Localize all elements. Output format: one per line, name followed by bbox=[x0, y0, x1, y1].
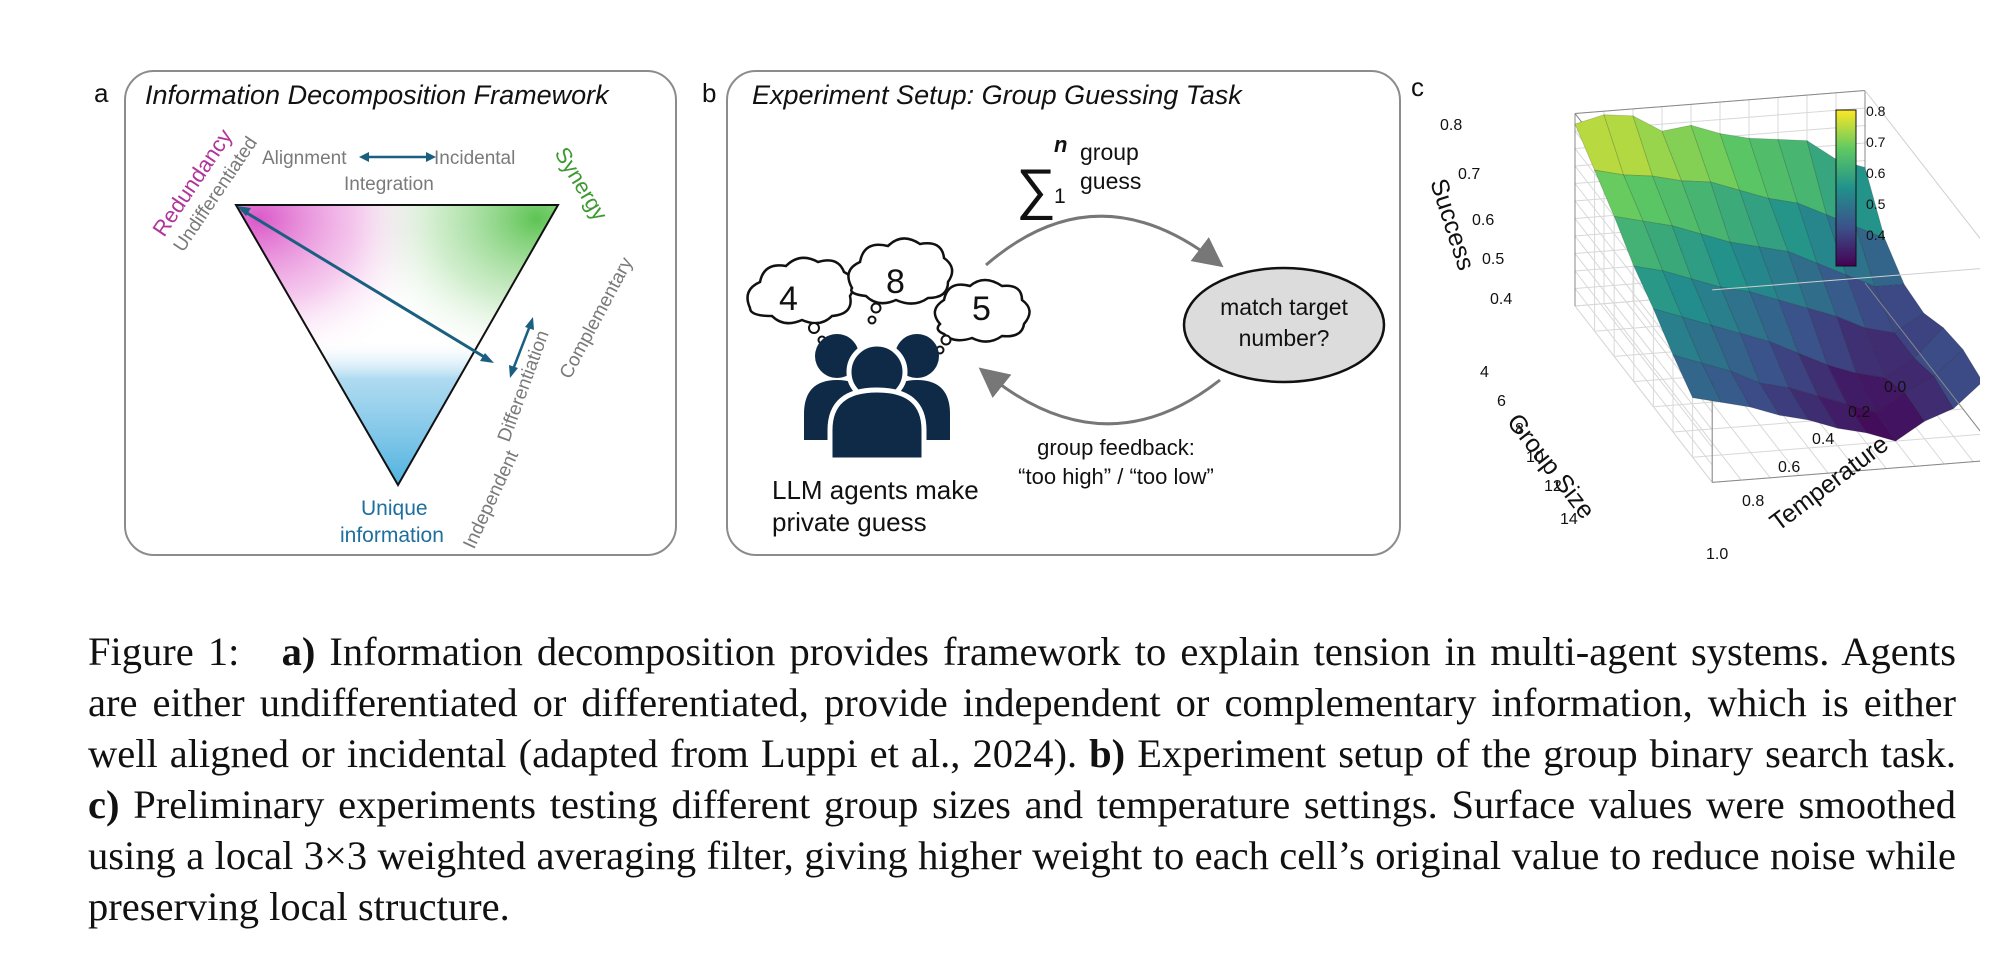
z-tick: 0.4 bbox=[1490, 291, 1512, 308]
colorbar-tick: 0.8 bbox=[1866, 103, 1886, 119]
feedback-line2: “too high” / “too low” bbox=[1018, 464, 1214, 489]
triangle-outline bbox=[234, 204, 560, 488]
arrowhead-start bbox=[237, 206, 251, 216]
colorbar-tick: 0.5 bbox=[1866, 196, 1886, 212]
caption-c-label: c) bbox=[88, 782, 120, 827]
temperature-ticks: 0.0 0.2 0.4 0.6 0.8 1.0 bbox=[1706, 379, 1906, 563]
colorbar bbox=[1835, 109, 1857, 267]
group-size-tick: 6 bbox=[1497, 393, 1506, 410]
group-guessing-diagram: ∑ n 1 group guess match target number? g… bbox=[746, 132, 1386, 537]
plot-box-line bbox=[1864, 90, 1980, 240]
thought-cloud-4: 4 bbox=[746, 256, 856, 345]
z-ticks: 0.8 0.7 0.6 0.5 0.4 bbox=[1440, 117, 1512, 308]
figure-caption: Figure 1: a) Information decomposition p… bbox=[88, 626, 1956, 932]
integration-label: Integration bbox=[344, 174, 434, 195]
success-surface-plot: 0.8 0.7 0.6 0.5 0.4 Success 0.8 0.7 0.6 … bbox=[1424, 90, 1980, 563]
unique-label-line2: information bbox=[340, 524, 444, 547]
alignment-arrowhead-right bbox=[426, 152, 436, 162]
plot-box-line bbox=[1574, 90, 1866, 114]
z-tick: 0.6 bbox=[1472, 212, 1494, 229]
group-of-people-icon bbox=[804, 334, 950, 463]
plot-box-line bbox=[1864, 282, 1980, 432]
panel-a-label: a bbox=[94, 78, 109, 108]
panel-c-label: c bbox=[1411, 72, 1424, 102]
group-size-axis-label: Group Size bbox=[1501, 408, 1600, 524]
caption-b-label: b) bbox=[1089, 731, 1126, 776]
alignment-label: Alignment bbox=[262, 148, 347, 169]
temperature-tick: 1.0 bbox=[1706, 546, 1728, 563]
synergy-label: Synergy bbox=[550, 143, 613, 225]
panel-b-label: b bbox=[702, 78, 717, 108]
caption-a-label: a) bbox=[281, 629, 316, 674]
group-size-ticks: 4 6 8 10 12 14 bbox=[1480, 364, 1578, 528]
top-cycle-arrow bbox=[985, 214, 1224, 268]
group-size-tick: 10 bbox=[1526, 449, 1544, 466]
group-size-tick: 8 bbox=[1515, 421, 1524, 438]
incidental-label: Incidental bbox=[434, 148, 515, 169]
panel-b-frame bbox=[726, 70, 1401, 556]
z-tick: 0.8 bbox=[1440, 117, 1462, 134]
guess-8: 8 bbox=[886, 263, 905, 301]
colorbar-tick: 0.7 bbox=[1866, 134, 1886, 150]
thought-cloud-8: 8 bbox=[847, 237, 954, 325]
caption-prefix: Figure 1: bbox=[88, 629, 240, 674]
temperature-tick: 0.8 bbox=[1742, 493, 1764, 510]
independent-arrow bbox=[510, 322, 533, 373]
plot-box-line bbox=[1712, 268, 1980, 291]
arrowhead bbox=[480, 353, 494, 363]
temperature-tick: 0.2 bbox=[1848, 404, 1870, 421]
alignment-arrowhead-left bbox=[359, 152, 369, 162]
panel-a-title: Information Decomposition Framework bbox=[145, 80, 609, 110]
guess-5: 5 bbox=[972, 290, 991, 328]
oval-line1: match target bbox=[1220, 294, 1348, 320]
independent-arrowhead-top bbox=[525, 317, 534, 330]
z-tick: 0.7 bbox=[1458, 166, 1480, 183]
plot-box-line bbox=[1574, 288, 1713, 466]
panel-b-title: Experiment Setup: Group Guessing Task bbox=[752, 80, 1242, 110]
oval-line2: number? bbox=[1239, 325, 1330, 351]
agents-line2: private guess bbox=[772, 507, 927, 537]
caption-a-text: Information decomposition provides frame… bbox=[88, 629, 1957, 776]
complementary-label: Complementary bbox=[556, 254, 638, 383]
sum-symbol: ∑ bbox=[1016, 157, 1056, 220]
sum-subscript: 1 bbox=[1054, 185, 1066, 208]
undiff-to-complementary-arrow bbox=[241, 208, 487, 360]
plot-box-line bbox=[1692, 433, 1980, 458]
guess-4: 4 bbox=[779, 280, 798, 318]
sum-guess-label: guess bbox=[1080, 168, 1141, 194]
z-tick: 0.5 bbox=[1482, 251, 1504, 268]
plot-box-line bbox=[1574, 253, 1713, 431]
group-size-tick: 12 bbox=[1544, 478, 1562, 495]
caption-c-text: Preliminary experiments testing differen… bbox=[88, 782, 1956, 929]
differentiation-label: Differentiation bbox=[494, 328, 554, 445]
independent-label: Independent bbox=[459, 447, 523, 552]
thought-cloud-5: 5 bbox=[933, 278, 1031, 355]
plot-box-line bbox=[1574, 270, 1713, 448]
group-size-tick: 4 bbox=[1480, 364, 1489, 381]
temperature-tick: 0.4 bbox=[1812, 431, 1834, 448]
independent-arrowhead-bottom bbox=[509, 365, 518, 378]
match-target-oval bbox=[1182, 266, 1386, 384]
surface-cell bbox=[1933, 348, 1980, 410]
information-decomposition-triangle: Redundancy Undifferentiated Alignment In… bbox=[147, 124, 638, 552]
sum-superscript: n bbox=[1054, 132, 1067, 157]
plot-box-front bbox=[1712, 90, 1980, 483]
colorbar-ticks: 0.8 0.7 0.6 0.5 0.4 bbox=[1866, 103, 1886, 243]
bottom-cycle-arrow bbox=[978, 367, 1221, 426]
agents-line1: LLM agents make bbox=[772, 475, 979, 505]
panel-a-frame bbox=[124, 70, 677, 556]
colorbar-tick: 0.4 bbox=[1866, 227, 1886, 243]
temperature-tick: 0.0 bbox=[1884, 379, 1906, 396]
group-size-tick: 14 bbox=[1560, 511, 1578, 528]
feedback-line1: group feedback: bbox=[1037, 435, 1195, 460]
unique-label-line1: Unique bbox=[361, 497, 428, 520]
sum-group-label: group bbox=[1080, 139, 1139, 165]
temperature-tick: 0.6 bbox=[1778, 459, 1800, 476]
surface-mesh bbox=[1574, 114, 1980, 442]
colorbar-tick: 0.6 bbox=[1866, 165, 1886, 181]
plot-box-line bbox=[1712, 460, 1980, 483]
caption-b-text: Experiment setup of the group binary sea… bbox=[1125, 731, 1956, 776]
plot-box-line bbox=[1574, 305, 1713, 483]
